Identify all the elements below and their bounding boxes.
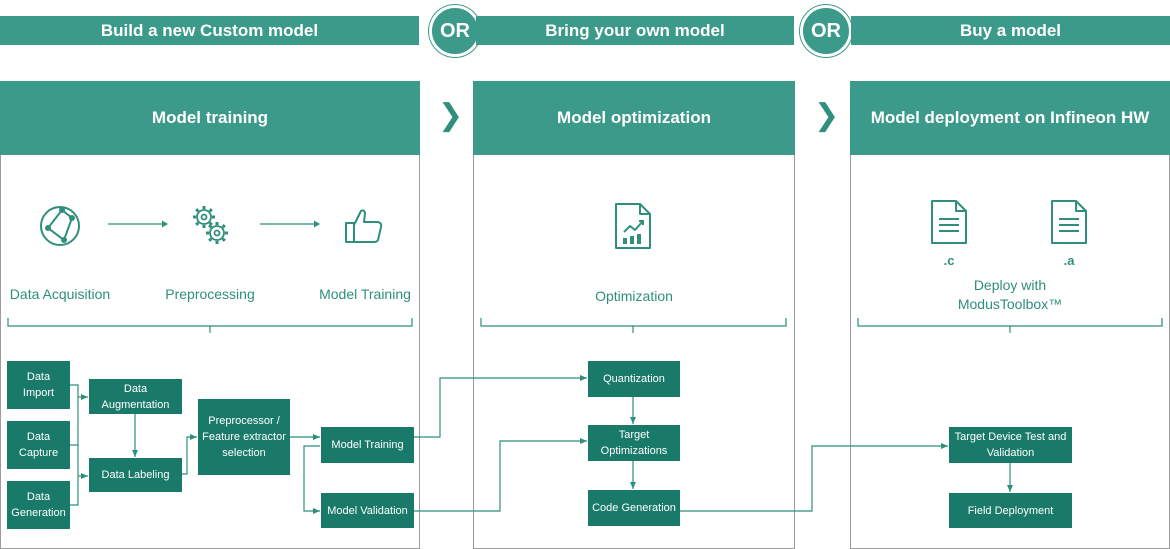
arrow-icon <box>108 220 168 228</box>
box-quantization: Quantization <box>588 361 680 397</box>
file-c-icon <box>931 200 967 244</box>
box-data-capture: Data Capture <box>7 421 70 469</box>
or-badge-2: OR <box>800 5 852 57</box>
bracket-optimization <box>480 318 787 333</box>
file-c-label: .c <box>943 253 955 268</box>
box-target-optimizations: Target Optimizations <box>588 425 680 461</box>
box-model-validation: Model Validation <box>321 493 414 528</box>
report-chart-icon <box>615 203 651 249</box>
stage-label-optimization: Optimization <box>595 288 673 304</box>
panel-model-optimization <box>473 81 795 549</box>
thumbs-up-icon <box>345 209 383 243</box>
banner-bring-own-model: Bring your own model <box>476 16 794 45</box>
box-code-generation: Code Generation <box>588 490 680 526</box>
box-data-import: Data Import <box>7 361 70 409</box>
box-data-labeling: Data Labeling <box>89 458 182 492</box>
bracket-deployment <box>857 318 1163 333</box>
or-badge-1: OR <box>429 5 481 57</box>
gears-icon <box>193 206 228 244</box>
header-model-deployment: Model deployment on Infineon HW <box>850 81 1170 155</box>
globe-network-icon <box>40 206 80 246</box>
chevron-right-icon: ❯ <box>814 98 840 133</box>
banner-buy-model: Buy a model <box>851 16 1170 45</box>
box-field-deployment: Field Deployment <box>949 493 1072 528</box>
modustoolbox-label: ModusToolbox™ <box>957 296 1063 312</box>
banner-build-custom-model: Build a new Custom model <box>0 16 419 45</box>
header-model-optimization: Model optimization <box>473 81 795 155</box>
box-data-augmentation: Data Augmentation <box>89 379 182 414</box>
box-preprocessor-selection: Preprocessor / Feature extractor selecti… <box>198 399 290 475</box>
bracket-training <box>7 318 413 333</box>
file-a-icon <box>1051 200 1087 244</box>
file-a-label: .a <box>1063 253 1075 268</box>
box-data-generation: Data Generation <box>7 481 70 529</box>
stage-label-preprocessing: Preprocessing <box>165 286 255 302</box>
chevron-right-icon: ❯ <box>438 98 464 133</box>
deploy-with-label: Deploy with <box>973 277 1047 293</box>
stage-label-data-acquisition: Data Acquisition <box>9 286 111 302</box>
header-model-training: Model training <box>0 81 420 155</box>
box-model-training: Model Training <box>321 427 414 463</box>
box-target-device-test: Target Device Test and Validation <box>949 427 1072 463</box>
arrow-icon <box>260 220 320 228</box>
stage-label-model-training: Model Training <box>319 286 411 302</box>
